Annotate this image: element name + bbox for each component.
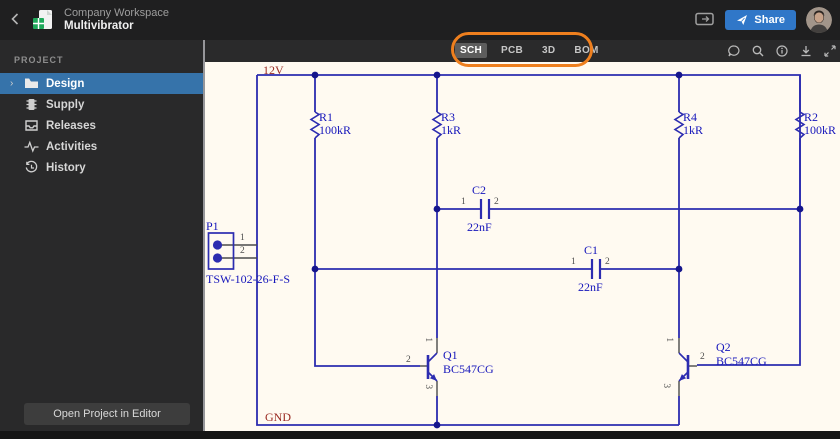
tab-sch[interactable]: SCH [455, 43, 488, 58]
pin-c2-1: 1 [461, 197, 466, 207]
history-clock-icon [24, 160, 39, 175]
workspace-name: Company Workspace [64, 6, 169, 19]
value-c1: 22nF [578, 280, 603, 294]
designator-r2: R2 [804, 110, 819, 124]
value-q2: BC547CG [716, 354, 767, 368]
sidebar-item-label: Supply [46, 98, 85, 111]
avatar[interactable] [806, 7, 832, 33]
net-label-gnd: GND [265, 410, 291, 424]
net-label-12v: 12V [263, 63, 284, 77]
tab-bom[interactable]: BOM [574, 45, 599, 56]
capacitor-symbols[interactable] [479, 199, 602, 279]
sidebar-item-label: Design [46, 77, 85, 90]
tab-3d[interactable]: 3D [542, 45, 556, 56]
header-actions: Share [695, 7, 840, 33]
sidebar-item-supply[interactable]: Supply [0, 94, 203, 115]
wires [256, 74, 801, 426]
sidebar-item-label: Releases [46, 119, 96, 132]
resistor-symbols[interactable] [309, 111, 806, 139]
capacitor-c1 [590, 259, 602, 279]
header-titles: Company Workspace Multivibrator [64, 7, 169, 34]
resistor-r1 [309, 111, 321, 139]
sidebar-item-label: History [46, 161, 86, 174]
share-label: Share [754, 14, 785, 26]
send-icon [737, 15, 748, 25]
download-icon[interactable] [800, 45, 812, 57]
sidebar-item-releases[interactable]: Releases [0, 115, 203, 136]
search-icon[interactable] [752, 45, 764, 57]
capacitor-c2 [479, 199, 491, 219]
designator-r4: R4 [683, 110, 698, 124]
bottom-border [0, 431, 840, 439]
sidebar-item-activities[interactable]: Activities [0, 136, 203, 157]
project-logo-icon [30, 7, 56, 33]
designator-c2: C2 [472, 183, 487, 197]
pin-p1-2: 2 [240, 246, 245, 256]
chip-icon [24, 97, 39, 112]
designator-q2: Q2 [716, 340, 731, 354]
value-c2: 22nF [467, 220, 492, 234]
pin-p1-1: 1 [240, 233, 245, 243]
resistor-r4 [673, 111, 685, 139]
comment-icon[interactable] [728, 45, 740, 57]
schematic-drawing[interactable] [205, 62, 840, 431]
value-q1: BC547CG [443, 362, 494, 376]
feedback-icon[interactable] [695, 12, 715, 28]
designator-r3: R3 [441, 110, 456, 124]
chevron-right-icon[interactable]: › [10, 78, 14, 89]
info-icon[interactable] [776, 45, 788, 57]
designator-c1: C1 [584, 243, 599, 257]
pin-c2-2: 2 [494, 197, 499, 207]
schematic-viewport[interactable]: 12V GND R1 100kR R3 1kR R4 1kR R2 100kR … [205, 62, 840, 431]
value-r3: 1kR [441, 123, 462, 137]
sidebar-item-history[interactable]: History [0, 157, 203, 178]
sidebar-item-design[interactable]: › Design [0, 73, 203, 94]
viewer-toolbar: SCH PCB 3D BOM [205, 40, 840, 62]
transistor-q1[interactable] [420, 338, 438, 396]
value-p1: TSW-102-26-F-S [206, 272, 290, 286]
pin-c1-2: 2 [605, 257, 610, 267]
pin-q2-1: 1 [664, 337, 675, 343]
fullscreen-icon[interactable] [824, 45, 836, 57]
pulse-icon [24, 139, 39, 154]
resistor-r2 [794, 111, 806, 139]
back-chevron-icon [11, 12, 19, 25]
connector-p1[interactable] [207, 232, 258, 270]
sidebar-item-label: Activities [46, 140, 98, 153]
back-button[interactable] [0, 12, 30, 29]
value-r2: 100kR [804, 123, 837, 137]
value-r4: 1kR [683, 123, 704, 137]
pin-q2-3: 3 [661, 383, 672, 389]
open-project-button[interactable]: Open Project in Editor [24, 403, 190, 425]
header-bar: Company Workspace Multivibrator Share [0, 0, 840, 40]
tab-pcb[interactable]: PCB [501, 45, 524, 56]
view-tabs: SCH PCB 3D BOM [455, 43, 604, 58]
pin-q1-3: 3 [423, 384, 434, 390]
pin-q1-2: 2 [406, 355, 411, 365]
designator-p1: P1 [206, 219, 219, 233]
designator-r1: R1 [319, 110, 334, 124]
pin-q2-2: 2 [700, 352, 705, 362]
junction-dots [311, 71, 804, 429]
project-name: Multivibrator [64, 19, 134, 32]
toolbar-icons [728, 40, 839, 62]
pin-c1-1: 1 [571, 257, 576, 267]
pin-q1-1: 1 [423, 337, 434, 343]
resistor-r3 [431, 111, 443, 139]
sidebar: PROJECT › Design Supply Releases [0, 40, 205, 431]
designator-q1: Q1 [443, 348, 458, 362]
folder-icon [24, 76, 39, 91]
value-r1: 100kR [319, 123, 352, 137]
transistor-q2[interactable] [678, 338, 697, 396]
inbox-icon [24, 118, 39, 133]
share-button[interactable]: Share [725, 10, 796, 30]
sidebar-section-label: PROJECT [14, 55, 64, 65]
